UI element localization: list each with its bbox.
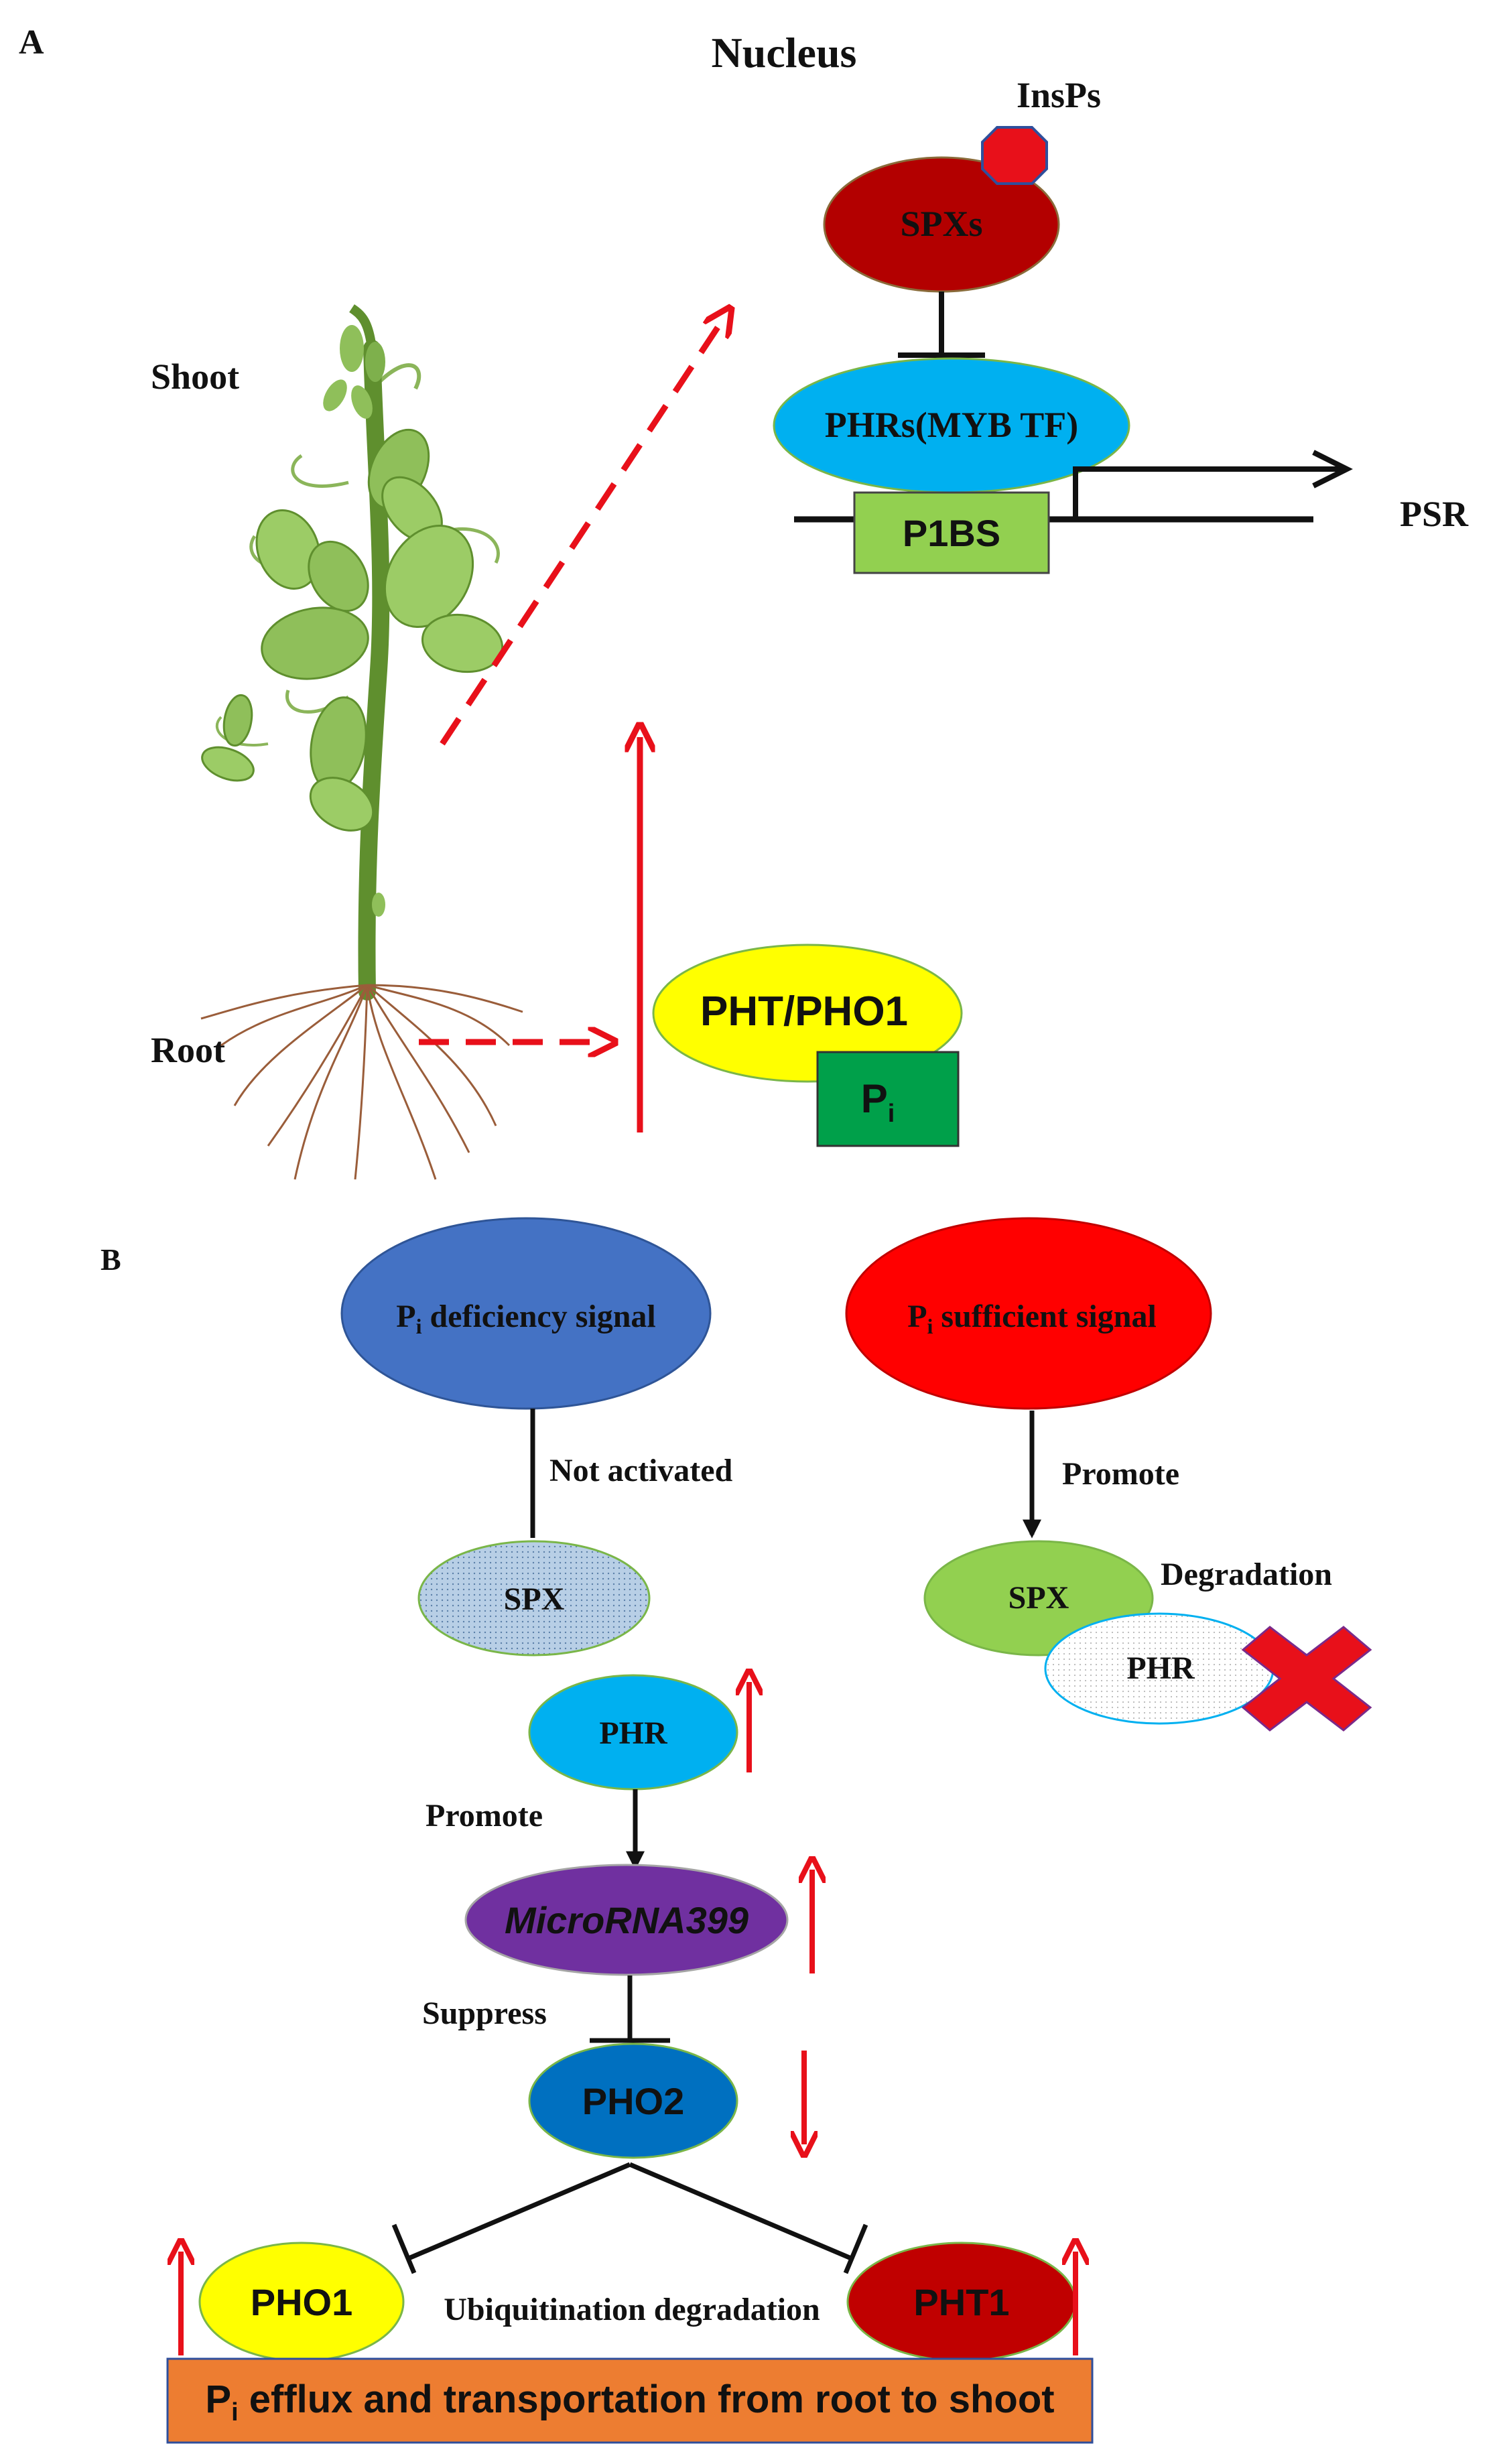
- suppress-label: Suppress: [422, 1996, 547, 2031]
- psr-label: PSR: [1400, 494, 1469, 534]
- efflux-sub: i: [231, 2398, 239, 2426]
- sufficient-signal-sub: i: [927, 1314, 933, 1338]
- spx-left-ellipse: [417, 1540, 651, 1657]
- pho2-to-pht1-bar: [843, 2223, 868, 2274]
- pho2-label: PHO2: [582, 2080, 685, 2122]
- panel-a-label: A: [19, 23, 44, 62]
- shoot-to-nucleus-dashed-arrow: [440, 318, 724, 746]
- degradation-label: Degradation: [1161, 1557, 1332, 1592]
- panel-b-label: B: [101, 1242, 121, 1277]
- spx-right-label: SPX: [1008, 1580, 1069, 1616]
- spx-left-label: SPX: [504, 1581, 565, 1617]
- spxs-label: SPXs: [900, 204, 982, 244]
- transcription-arrowhead: [1312, 450, 1353, 489]
- sufficient-signal-rest: sufficient signal: [933, 1299, 1156, 1334]
- efflux-rest: efflux and transportation from root to s…: [239, 2378, 1055, 2421]
- nucleus-title: Nucleus: [712, 29, 857, 76]
- deficiency-signal-sub: i: [416, 1314, 422, 1338]
- p1bs-box: [853, 491, 1050, 574]
- phr-right-label: PHR: [1126, 1650, 1195, 1686]
- insps-octagon: [981, 126, 1048, 185]
- root-label: Root: [151, 1030, 225, 1070]
- p1bs-label: P1BS: [903, 512, 1000, 554]
- efflux-label: Pi efflux and transportation from root t…: [205, 2378, 1054, 2426]
- pho2-to-pho1-bar: [391, 2223, 417, 2274]
- efflux-bar: [166, 2357, 1094, 2444]
- shoot-label: Shoot: [151, 356, 239, 397]
- pi-box: [816, 1051, 960, 1147]
- sufficient-signal-main: P: [907, 1299, 927, 1334]
- pho2-ellipse: [528, 2042, 738, 2159]
- promote-right-label: Promote: [1062, 1456, 1179, 1492]
- microrna-label: MicroRNA399: [505, 1899, 748, 1941]
- ubiquitination-label: Ubiquitination degradation: [444, 2292, 820, 2327]
- not-activated-label: Not activated: [549, 1453, 733, 1488]
- insps-label: InsPs: [1017, 75, 1101, 115]
- sufficient-signal-label: Pi sufficient signal: [907, 1299, 1157, 1338]
- promote-left-label: Promote: [426, 1798, 543, 1833]
- pho2-to-pho1-line: [407, 2162, 631, 2261]
- microrna-ellipse: [464, 1864, 789, 1976]
- pi-box-sub: i: [888, 1100, 895, 1128]
- phrs-label: PHRs(MYB TF): [825, 405, 1078, 445]
- deficiency-signal-main: P: [396, 1299, 415, 1334]
- pht-pho1-label: PHT/PHO1: [700, 988, 908, 1035]
- deficiency-signal-label: Pi deficiency signal: [396, 1299, 656, 1338]
- pho2-to-pht1-line: [629, 2162, 852, 2261]
- deficiency-signal-rest: deficiency signal: [421, 1299, 655, 1334]
- pht-pho1-ellipse: [652, 944, 963, 1083]
- degradation-x-icon: [1241, 1626, 1372, 1732]
- pht1-label: PHT1: [913, 2281, 1009, 2323]
- deficiency-signal-ellipse: [340, 1217, 712, 1410]
- phr-left-label: PHR: [599, 1715, 668, 1751]
- pho1-label: PHO1: [251, 2281, 353, 2323]
- pi-box-label: Pi: [861, 1076, 895, 1128]
- transcription-start-arrow: [1073, 466, 1347, 519]
- efflux-main: P: [205, 2378, 231, 2421]
- plant-illustration: [200, 304, 523, 1180]
- sufficient-signal-ellipse: [845, 1217, 1212, 1410]
- pi-box-main: P: [861, 1076, 888, 1121]
